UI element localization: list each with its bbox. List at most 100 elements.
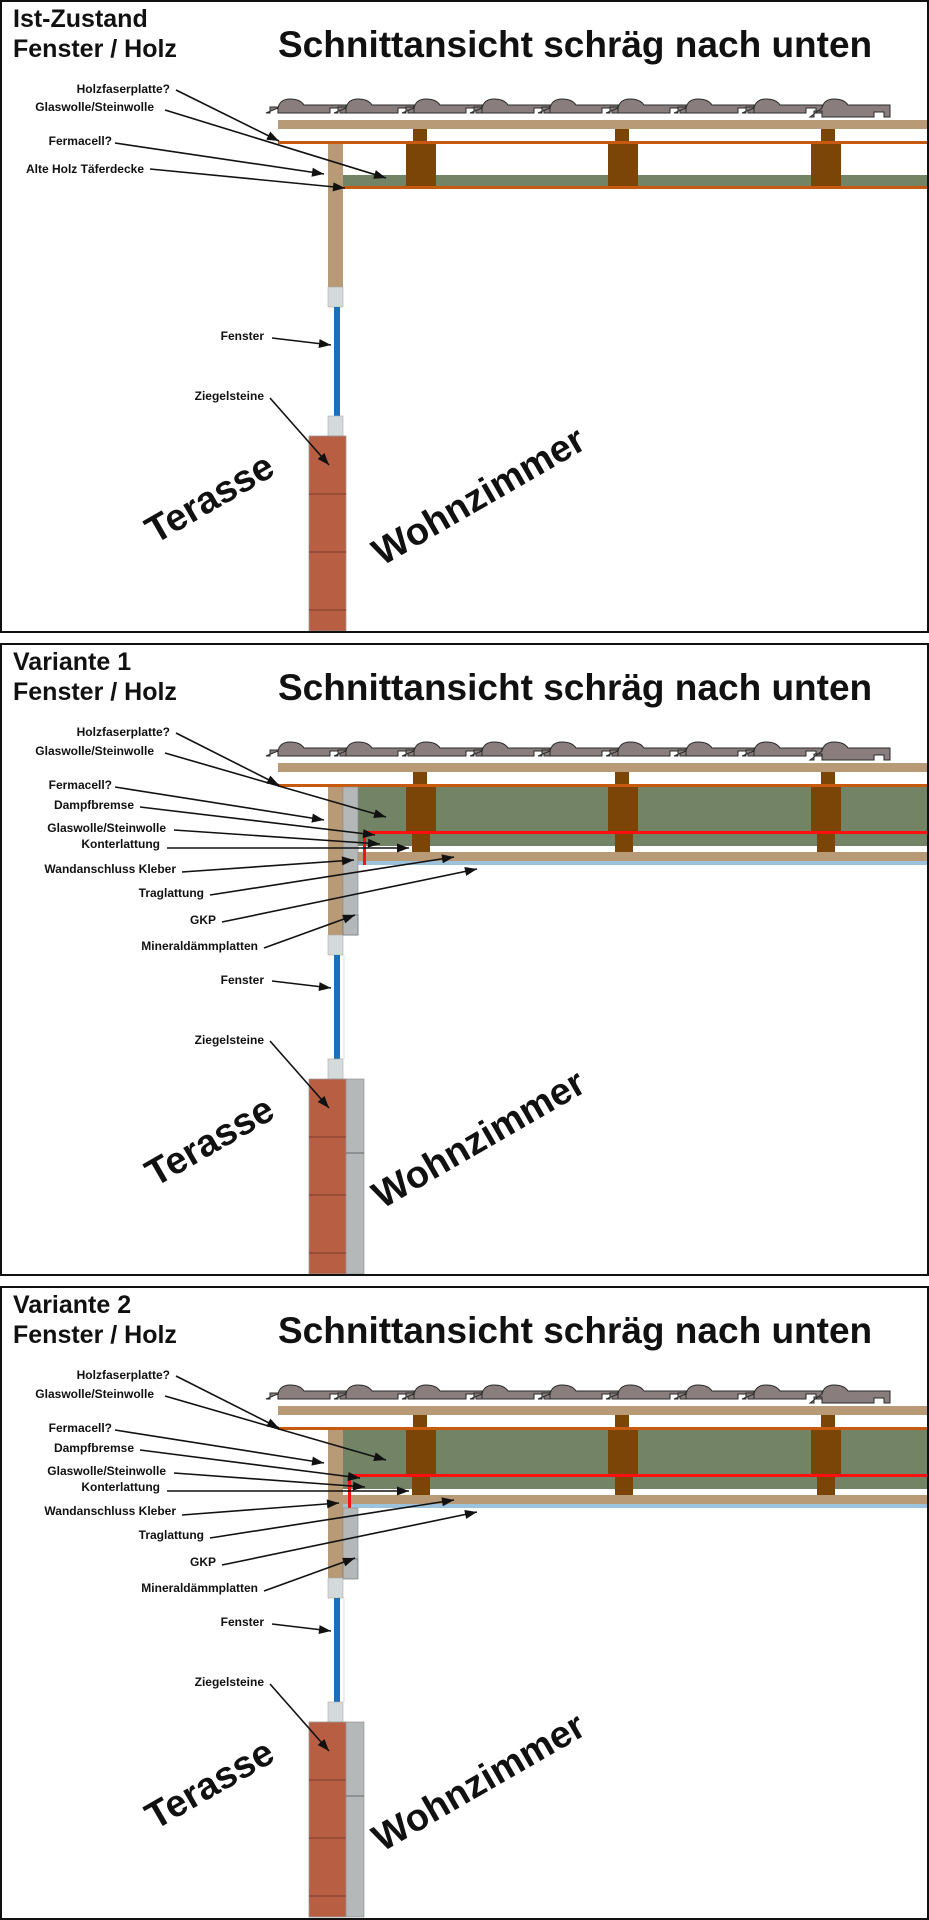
label-konterlattung: Konterlattung [81,837,160,851]
label-traglattung: Traglattung [138,886,204,900]
konterlattung [412,834,430,853]
arrow-head-icon [318,339,331,349]
roof-tile [605,741,687,757]
arrow-head-icon [311,167,324,177]
roof-tile [741,98,823,114]
roof-tile [808,741,891,761]
leader-fermacell [114,786,325,821]
roof-tile [469,741,551,757]
wall-post [328,144,343,287]
panel-heading: Schnittansicht schräg nach unten [278,667,873,708]
section-drawing [114,1375,927,1918]
leader-glaswolle-2 [173,829,381,845]
batten [413,129,427,142]
arrow-head-icon [397,843,409,853]
traglattung-board [357,852,927,861]
label-ziegelsteine: Ziegelsteine [194,389,264,403]
title-line1: Variante 1 [13,648,132,676]
fermacell-line [278,1427,927,1430]
title-line1: Ist-Zustand [13,5,148,33]
label-wandanschluss-kleber: Wandanschluss Kleber [44,862,176,876]
roof-tile [808,98,891,118]
arrow-head-icon [311,813,324,823]
arrow-head-icon [373,809,386,818]
leader-fermacell [114,1429,325,1464]
konterlattung [412,1477,430,1496]
roof-tile [265,98,347,114]
arrow-head-icon [367,838,380,848]
arrow-head-icon [266,131,279,141]
label-konterlattung: Konterlattung [81,1480,160,1494]
section-drawing [114,732,927,1274]
batten [413,1415,427,1428]
brick-wall [308,1078,347,1274]
leader-traglattung [209,1499,455,1539]
roof-tile [605,1384,687,1400]
rafter [406,1430,436,1475]
label-glaswolle-2: Glaswolle/Steinwolle [47,821,166,835]
batten [821,772,835,785]
arrow-head-icon [317,1096,329,1108]
arrow-head-icon [464,1510,477,1519]
label-glaswolle: Glaswolle/Steinwolle [35,100,154,114]
dampfbremse-line [348,1474,927,1477]
roof-tile [333,1384,415,1400]
batten [615,772,629,785]
arrow-head-icon [352,1481,365,1491]
traglattung-board [343,1495,927,1504]
label-glaswolle: Glaswolle/Steinwolle [35,1387,154,1401]
label-gkp: GKP [189,1555,216,1569]
batten [615,1415,629,1428]
leader-wandanschluss [181,1502,340,1516]
insulation-layer [357,787,927,846]
section-drawing [114,89,927,631]
konterlattung [817,1477,835,1496]
label-mineraldaemmplatten: Mineraldämmplatten [141,1581,258,1595]
window-frame-top [327,1577,344,1599]
label-dampfbremse: Dampfbremse [53,1441,134,1455]
label-fenster: Fenster [220,973,264,987]
rafter [406,787,436,832]
roof-tile [673,741,755,757]
arrow-head-icon [347,1472,360,1481]
roof-tile [673,98,755,114]
roof-tile [537,741,619,757]
konterlattung [817,834,835,853]
arrow-head-icon [326,1499,339,1509]
rafter [811,787,841,832]
arrow-head-icon [317,1739,329,1751]
leader-wandanschluss [181,859,355,873]
arrow-head-icon [397,1486,409,1496]
holzfaserplatte-board [278,1406,927,1415]
leader-glaswolle [164,1395,387,1461]
window-frame-bottom [327,415,344,437]
rafter [608,1430,638,1475]
arrow-head-icon [341,856,354,866]
fermacell-line [278,141,927,144]
leader-holzfaserplatte [175,89,280,142]
konterlattung [615,834,633,853]
leader-dampfbremse [139,1449,361,1479]
leader-fermacell [114,142,325,175]
leader-holzfaserplatte [175,732,280,786]
rafter [406,144,436,188]
dampfbremse-line [363,831,927,834]
arrow-head-icon [332,182,345,192]
roof-tile [537,1384,619,1400]
roof-tile [673,1384,755,1400]
roof-tile [401,741,483,757]
label-fenster: Fenster [220,1615,264,1629]
label-glaswolle-2: Glaswolle/Steinwolle [47,1464,166,1478]
roof-tile [401,98,483,114]
roof-tile [265,1384,347,1400]
rafter [608,144,638,188]
gkp-board [343,1504,927,1508]
leader-traglattung [209,856,455,896]
leader-mineraldaemmplatten [263,1557,356,1592]
taeferdecke-line [343,186,927,189]
batten [821,1415,835,1428]
